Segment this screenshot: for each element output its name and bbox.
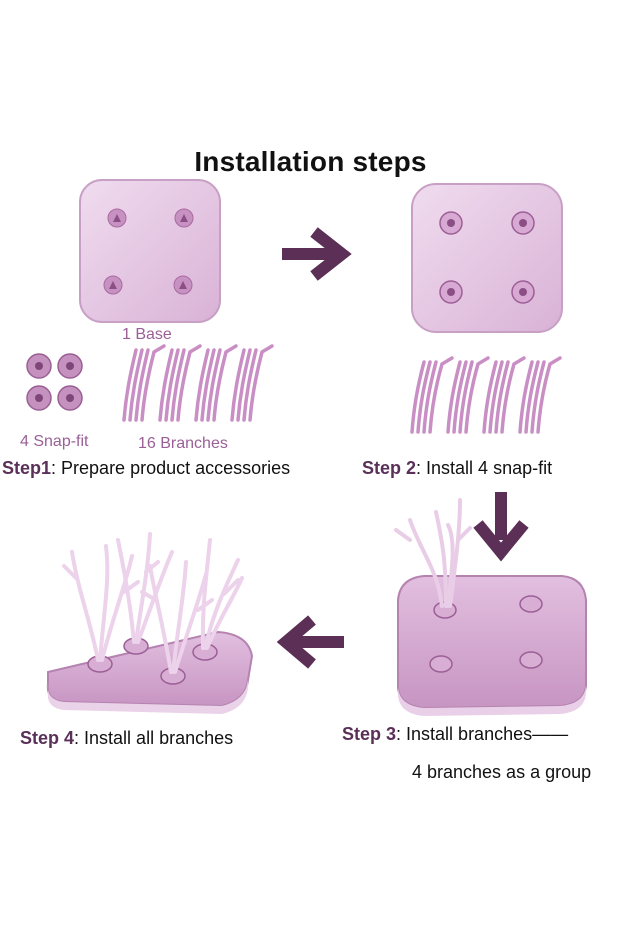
arrow-down-icon [473, 492, 529, 562]
branches-label: 16 Branches [138, 435, 228, 452]
base-plate-step2 [411, 183, 563, 333]
base-plate-step1 [79, 179, 221, 323]
step2-caption: Step 2: Install 4 snap-fit [362, 458, 552, 479]
step1-label: Step1 [2, 458, 52, 478]
step2-text: : Install 4 snap-fit [416, 458, 553, 478]
step1-text: : Prepare product accessories [51, 458, 291, 478]
step4-label: Step 4 [20, 728, 75, 748]
step4-text: : Install all branches [74, 728, 234, 748]
arrow-right-icon [282, 227, 352, 281]
branches-16-step2 [410, 356, 562, 434]
snapfit-pieces [26, 353, 83, 411]
branches-16-step1 [122, 344, 274, 422]
step1-caption: Step1: Prepare product accessories [2, 458, 290, 479]
step2-label: Step 2 [362, 458, 417, 478]
snapfit-label: 4 Snap-fit [20, 433, 89, 450]
step4-caption: Step 4: Install all branches [20, 728, 233, 749]
page-title: Installation steps [194, 146, 427, 177]
rack-step4 [46, 532, 254, 714]
tray-step3 [394, 498, 587, 716]
arrow-left-icon [276, 615, 344, 669]
step3-text: : Install branches—— [396, 724, 569, 744]
step3-subcaption: 4 branches as a group [412, 762, 592, 782]
base-label: 1 Base [122, 326, 172, 343]
step3-caption: Step 3: Install branches—— [342, 724, 568, 745]
step3-label: Step 3 [342, 724, 397, 744]
